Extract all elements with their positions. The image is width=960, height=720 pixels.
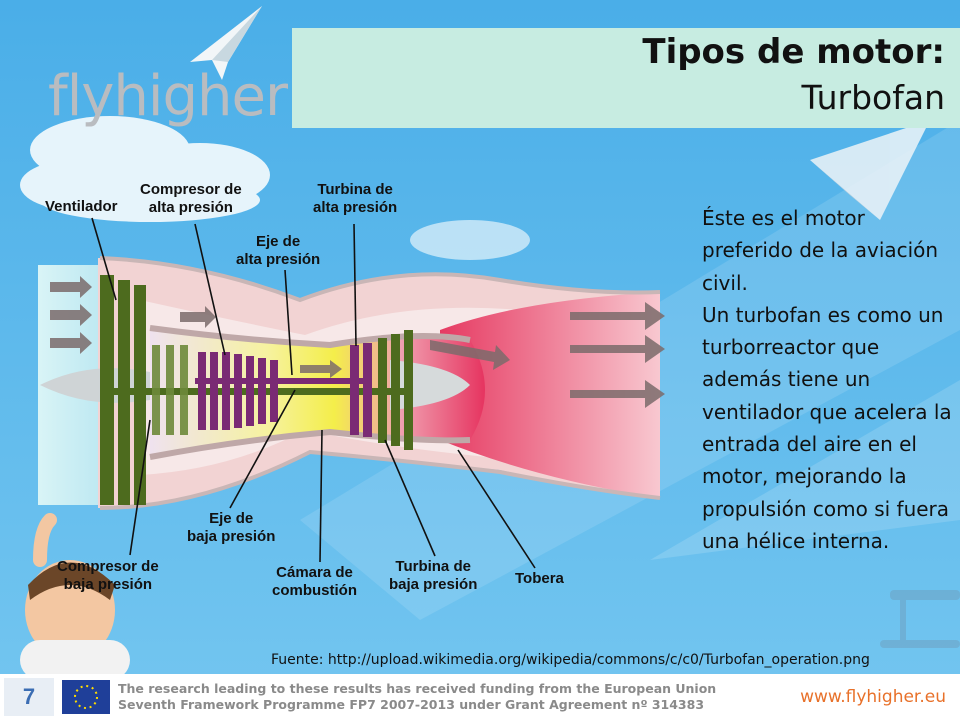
footer-bar: [0, 674, 960, 720]
flyhigher-logo: flyhigher: [48, 64, 288, 129]
label-ventilador: Ventilador: [45, 198, 118, 215]
label-tobera: Tobera: [515, 570, 564, 587]
cloud-decoration: [20, 116, 530, 260]
body-paragraph: Un turbofan es como un turborreactor que…: [702, 302, 952, 553]
turbofan-diagram: [38, 217, 665, 569]
eu-flag-logo: [62, 680, 110, 714]
paper-airplane-icon: [190, 6, 262, 80]
body-paragraph: Éste es el motor preferido de la aviació…: [702, 206, 939, 295]
logo-higher: higher: [113, 64, 288, 129]
website-link[interactable]: www.flyhigher.eu: [800, 687, 946, 707]
footer-logos: 7: [4, 678, 110, 716]
paper-airplane-icon: [810, 120, 930, 220]
logo-fly: fly: [48, 64, 114, 129]
biplane-icon: [880, 590, 960, 648]
title-box: Tipos de motor: Turbofan: [292, 28, 960, 128]
source-citation[interactable]: Fuente: http://upload.wikimedia.org/wiki…: [271, 652, 870, 668]
fp7-logo: [4, 678, 54, 716]
slide-subtitle: Turbofan: [801, 78, 945, 117]
svg-text:7: 7: [23, 684, 35, 709]
slide-title: Tipos de motor:: [642, 32, 945, 72]
body-text: Éste es el motor preferido de la aviació…: [702, 202, 958, 557]
child-illustration: [20, 513, 130, 680]
funding-statement: The research leading to these results ha…: [118, 681, 717, 712]
